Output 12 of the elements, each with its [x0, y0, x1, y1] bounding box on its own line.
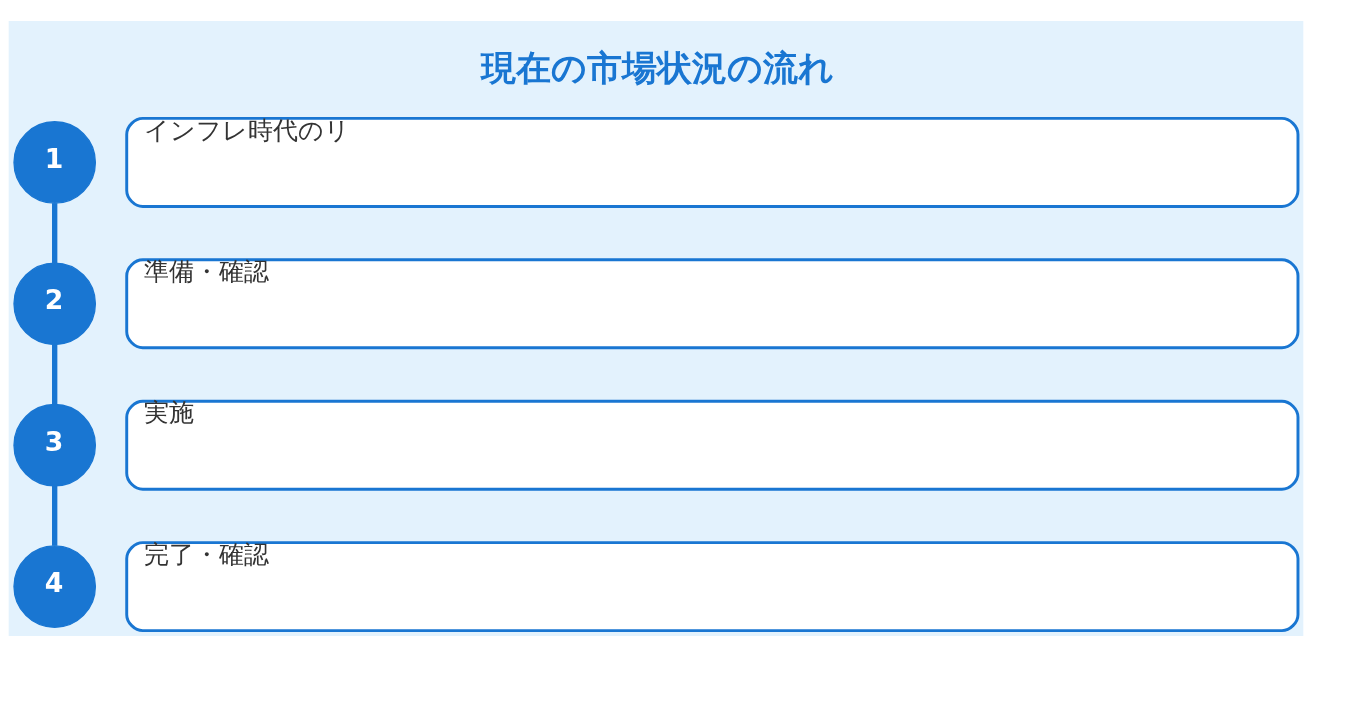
- node-circle: 4: [13, 544, 97, 628]
- node-circle: 3: [13, 403, 97, 487]
- connector: [52, 202, 58, 263]
- connector: [52, 485, 58, 546]
- node-circle: 2: [13, 261, 97, 345]
- node-box: インフレ時代のリ: [125, 116, 1300, 208]
- diagram-title: 現在の市場状況の流れ: [481, 47, 835, 88]
- node-box: 準備・確認: [125, 257, 1300, 349]
- node-box: 完了・確認: [125, 540, 1300, 632]
- node-box: 実施: [125, 399, 1300, 491]
- node-circle: 1: [13, 120, 97, 204]
- connector: [52, 344, 58, 404]
